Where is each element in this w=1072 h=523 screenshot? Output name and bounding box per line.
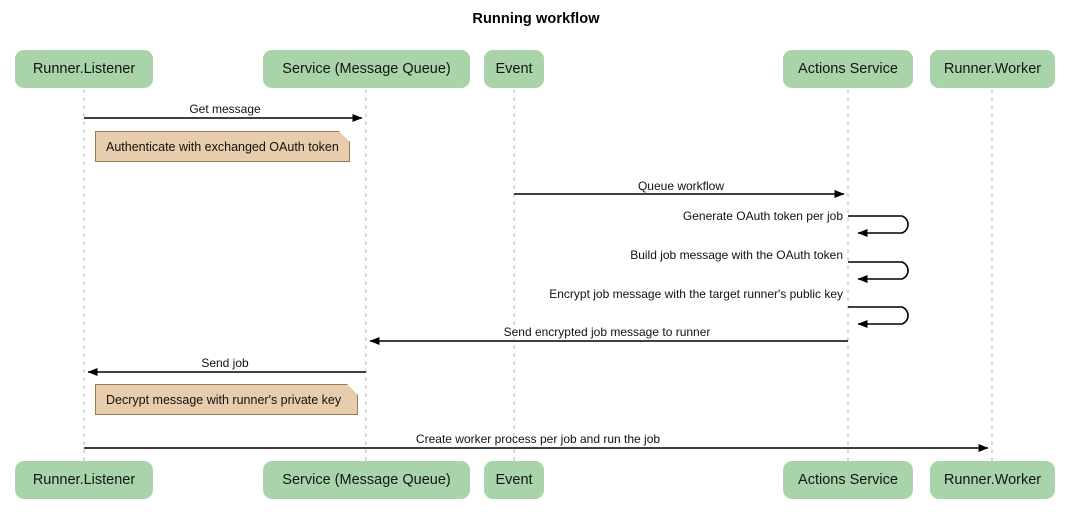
actor-header-event[interactable]: Event [484, 50, 544, 88]
lifelines [83, 89, 993, 461]
actor-label: Service (Message Queue) [282, 61, 451, 77]
note-fold-icon [347, 384, 358, 395]
message-self-loop-build-job-message [848, 261, 909, 283]
message-label-create-worker-process: Create worker process per job and run th… [415, 432, 661, 446]
message-label-queue-workflow: Queue workflow [637, 179, 725, 193]
actor-label: Event [495, 61, 533, 77]
actor-footer-event[interactable]: Event [484, 461, 544, 499]
message-self-loop-encrypt-job-message [848, 306, 909, 328]
actor-footer-service-message-queue[interactable]: Service (Message Queue) [263, 461, 470, 499]
messages [84, 114, 989, 452]
note-authenticate-oauth-token: Authenticate with exchanged OAuth token [95, 131, 350, 162]
actor-label: Runner.Listener [32, 472, 136, 488]
note-fold-edges [338, 130, 359, 396]
message-label-get-message: Get message [189, 102, 261, 116]
actor-label: Service (Message Queue) [282, 472, 451, 488]
message-label-encrypt-job-message: Encrypt job message with the target runn… [549, 287, 843, 301]
message-label-send-encrypted-job-message: Send encrypted job message to runner [503, 325, 711, 339]
actor-footer-runner-listener[interactable]: Runner.Listener [15, 461, 153, 499]
actor-label: Actions Service [798, 472, 898, 488]
actor-label: Actions Service [798, 61, 898, 77]
note-label: Decrypt message with runner's private ke… [106, 392, 342, 407]
actor-header-actions-service[interactable]: Actions Service [783, 50, 913, 88]
actor-label: Runner.Worker [943, 61, 1042, 77]
actor-label: Runner.Listener [32, 61, 136, 77]
actor-header-service-message-queue[interactable]: Service (Message Queue) [263, 50, 470, 88]
message-label-generate-oauth-token: Generate OAuth token per job [682, 209, 843, 223]
message-self-loop-generate-oauth-token [848, 215, 909, 237]
message-label-build-job-message: Build job message with the OAuth token [630, 248, 843, 262]
message-label-send-job: Send job [201, 356, 249, 370]
diagram-title: Running workflow [472, 11, 600, 27]
actor-footer-runner-worker[interactable]: Runner.Worker [930, 461, 1055, 499]
actor-header-runner-listener[interactable]: Runner.Listener [15, 50, 153, 88]
note-decrypt-private-key: Decrypt message with runner's private ke… [95, 384, 358, 415]
note-fold-icon [339, 131, 350, 142]
actor-label: Runner.Worker [943, 472, 1042, 488]
actor-footer-actions-service[interactable]: Actions Service [783, 461, 913, 499]
actor-header-runner-worker[interactable]: Runner.Worker [930, 50, 1055, 88]
note-label: Authenticate with exchanged OAuth token [106, 139, 339, 154]
actor-label: Event [495, 472, 533, 488]
